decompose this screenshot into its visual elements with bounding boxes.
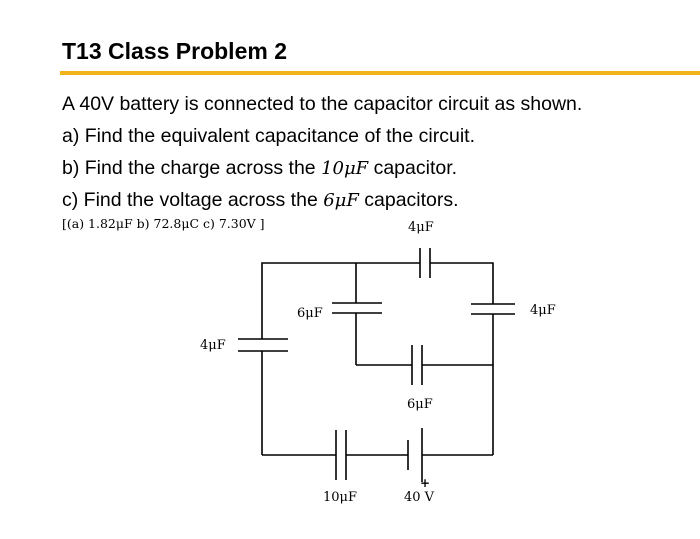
battery-label: 40 V	[404, 490, 435, 505]
question-a: a) Find the equivalent capacitance of th…	[62, 125, 475, 147]
bottom-cap-label: 10μF	[323, 490, 357, 505]
question-b: b) Find the charge across the 10μF capac…	[62, 152, 582, 184]
problem-text: A 40V battery is connected to the capaci…	[62, 88, 582, 216]
title-underline	[60, 71, 700, 75]
battery-plus-sign: +	[420, 476, 430, 490]
circuit-wires	[238, 248, 515, 482]
question-c: c) Find the voltage across the 6μF capac…	[62, 184, 582, 216]
page-title: T13 Class Problem 2	[62, 38, 287, 64]
question-c-suffix: capacitors.	[358, 189, 459, 211]
question-b-suffix: capacitor.	[368, 157, 458, 179]
question-c-prefix: c) Find the voltage across the	[62, 189, 324, 211]
left-cap-label: 4μF	[200, 338, 226, 353]
wire-top-left	[261, 262, 420, 320]
right-cap-label: 4μF	[530, 303, 556, 318]
problem-intro: A 40V battery is connected to the capaci…	[62, 93, 583, 115]
question-b-math: 10μF	[321, 158, 369, 179]
top-cap-label: 4μF	[408, 220, 434, 235]
mid-cap-label: 6μF	[407, 397, 433, 412]
question-b-prefix: b) Find the charge across the	[62, 157, 322, 179]
answer-key: [(a) 1.82μF b) 72.8μC c) 7.30V ]	[62, 216, 265, 231]
left-mid-cap-label: 6μF	[297, 306, 323, 321]
question-c-math: 6μF	[323, 190, 359, 211]
wire-top-right	[430, 262, 494, 304]
